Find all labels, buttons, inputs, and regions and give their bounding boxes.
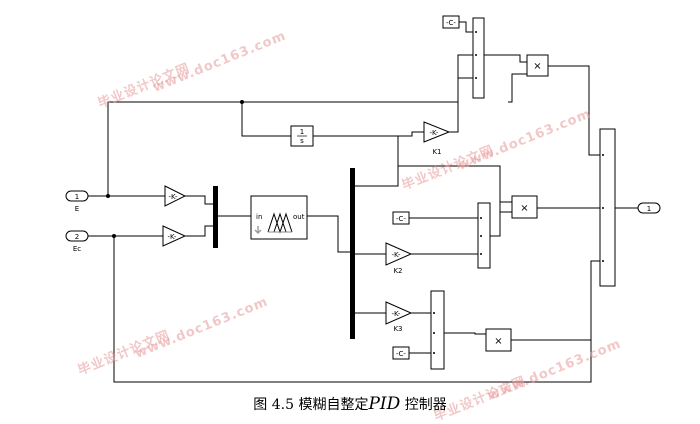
demux-bar[interactable] xyxy=(350,168,355,339)
watermark: 毕业设计论文网 www.doc163.com 毕业设计论文网 www.doc16… xyxy=(76,28,624,424)
gain-k2-label: K2 xyxy=(393,267,402,275)
fuzzy-logic-controller[interactable]: in out xyxy=(250,195,308,240)
svg-text:-C-: -C- xyxy=(396,350,406,358)
svg-text:-K-: -K- xyxy=(392,310,401,318)
svg-text:×: × xyxy=(533,61,541,72)
caption-suffix: 控制器 xyxy=(400,397,447,413)
product-3[interactable]: × xyxy=(485,328,512,352)
gain-k3[interactable]: -K- K3 xyxy=(385,301,413,333)
svg-text:-C-: -C- xyxy=(396,215,406,223)
integrator-block[interactable]: 1 s xyxy=(290,125,314,147)
gain-ec[interactable]: -K- xyxy=(162,225,187,247)
product-1[interactable]: × xyxy=(526,54,549,77)
caption-pid: PID xyxy=(368,394,401,414)
caption-prefix: 图 4.5 模糊自整定 xyxy=(253,397,369,413)
svg-text:1: 1 xyxy=(300,128,304,136)
outport-1[interactable]: 1 xyxy=(637,202,661,214)
mux-2[interactable] xyxy=(477,202,491,269)
svg-text:2: 2 xyxy=(75,233,79,241)
svg-text:1: 1 xyxy=(75,193,79,201)
branch-points xyxy=(106,100,244,238)
svg-text:in: in xyxy=(256,213,262,221)
svg-text:-K-: -K- xyxy=(168,233,177,241)
mux-3[interactable] xyxy=(430,290,445,370)
inport-ec[interactable]: 2 Ec xyxy=(65,230,89,253)
mux-bar[interactable] xyxy=(213,186,218,248)
gain-k1[interactable]: -K- K1 xyxy=(423,121,451,156)
svg-text:www.doc163.com: www.doc163.com xyxy=(151,28,289,95)
svg-text:-K-: -K- xyxy=(169,193,178,201)
constant-3[interactable]: -C- xyxy=(392,346,410,360)
svg-text:-C-: -C- xyxy=(446,19,456,27)
inport-e[interactable]: 1 E xyxy=(65,190,89,213)
gain-k2[interactable]: -K- K2 xyxy=(385,242,413,275)
svg-text:1: 1 xyxy=(647,205,651,213)
svg-text:www.doc163.com: www.doc163.com xyxy=(133,294,271,361)
constant-1[interactable]: -C- xyxy=(442,15,460,29)
svg-text:-K-: -K- xyxy=(430,129,439,137)
inport-e-label: E xyxy=(75,205,79,213)
product-2[interactable]: × xyxy=(511,195,538,219)
signal-wires xyxy=(88,21,638,383)
svg-text:×: × xyxy=(494,336,502,347)
gain-k3-label: K3 xyxy=(393,325,402,333)
svg-text:s: s xyxy=(300,137,304,145)
gain-k1-label: K1 xyxy=(432,148,441,156)
svg-text:×: × xyxy=(520,203,528,214)
mux-1[interactable] xyxy=(472,17,485,99)
gain-e[interactable]: -K- xyxy=(164,185,187,207)
constant-2[interactable]: -C- xyxy=(392,211,410,225)
figure-caption: 图 4.5 模糊自整定PID 控制器 xyxy=(0,394,700,414)
svg-text:www.doc163.com: www.doc163.com xyxy=(456,106,594,173)
svg-text:-K-: -K- xyxy=(392,251,401,259)
mux-output[interactable] xyxy=(599,128,616,287)
inport-ec-label: Ec xyxy=(73,245,81,253)
down-arrow-icon xyxy=(254,226,262,234)
svg-text:out: out xyxy=(293,213,305,221)
